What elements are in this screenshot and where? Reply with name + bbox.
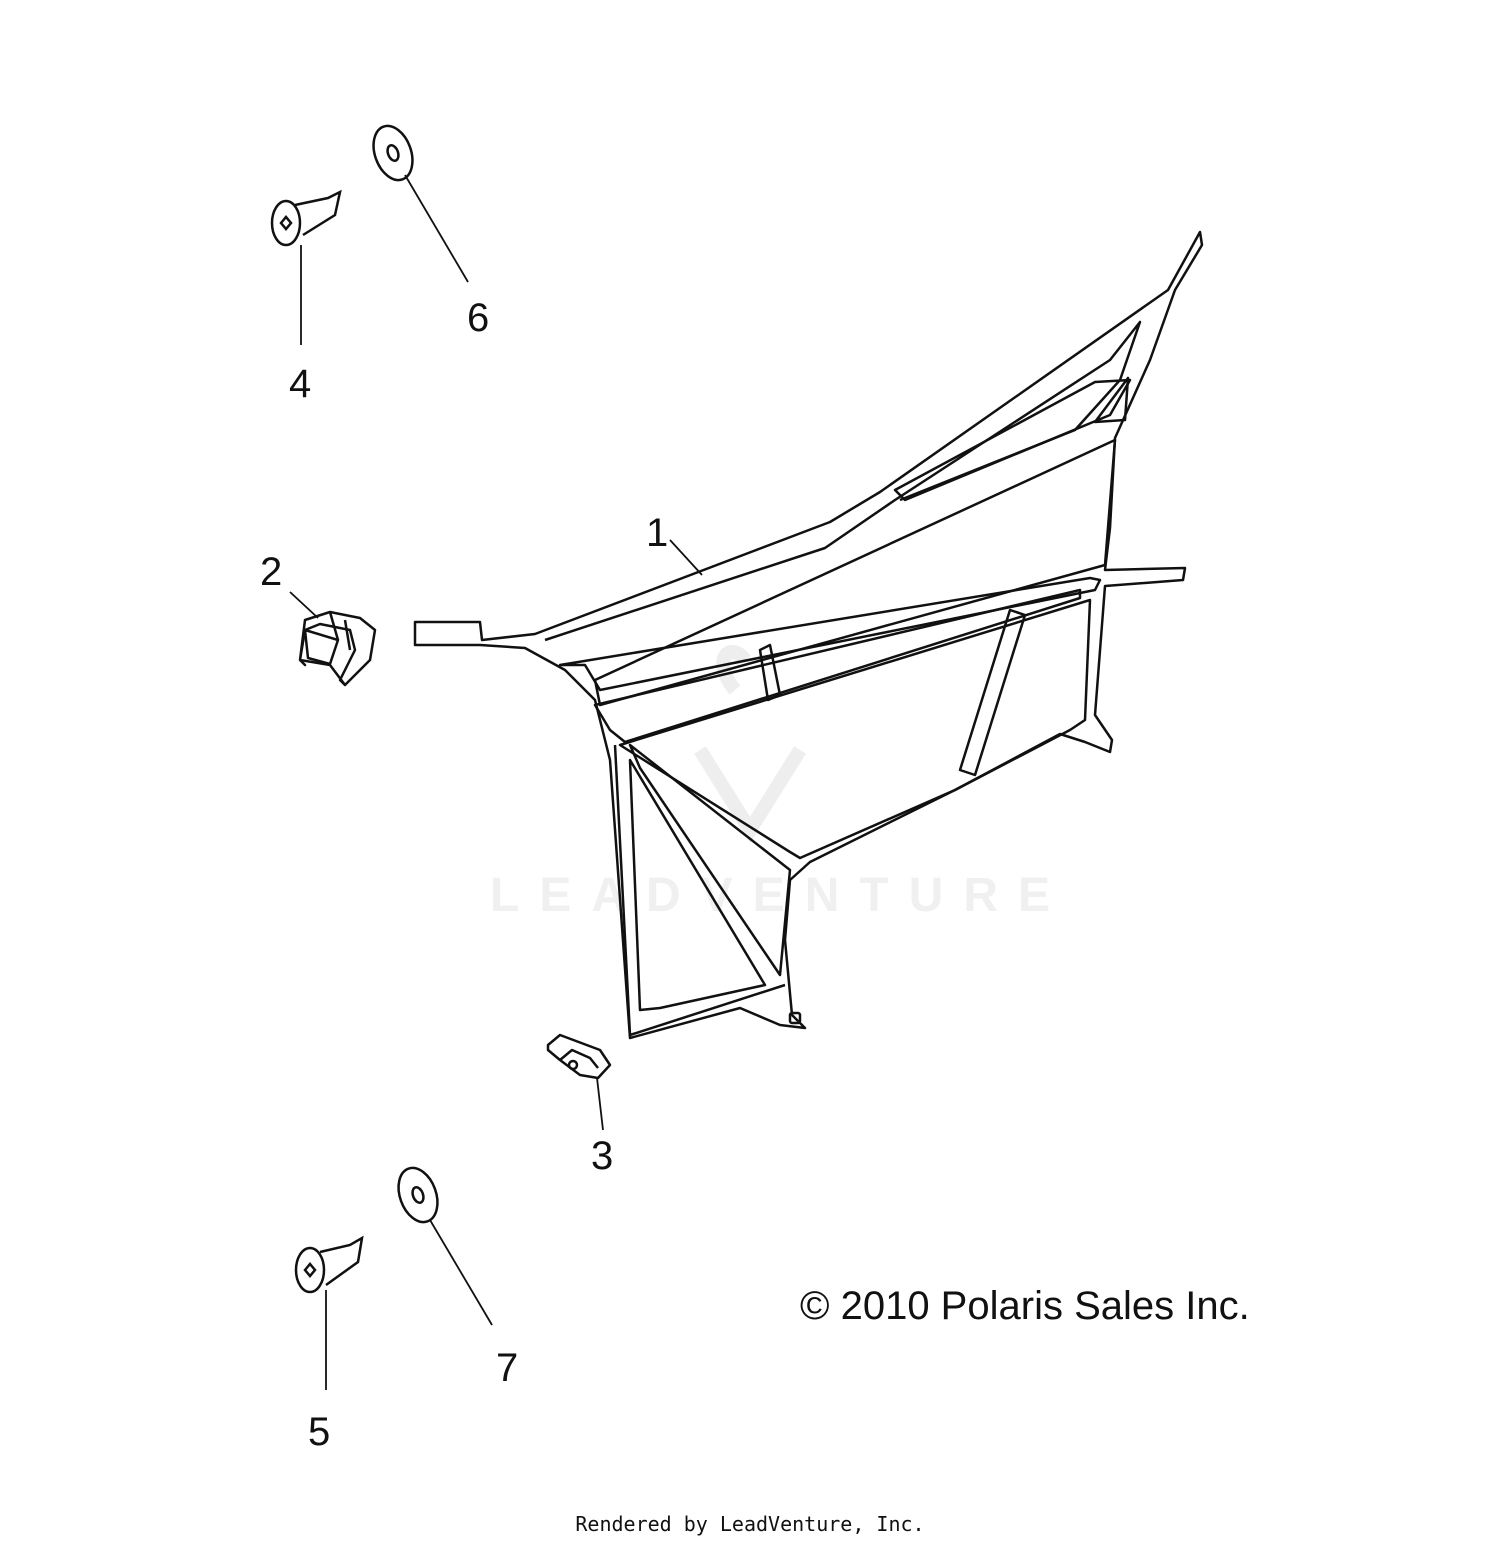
- clip-part-2: [298, 610, 377, 687]
- leader-6: [404, 174, 469, 283]
- callout-7: 7: [496, 1346, 519, 1390]
- washer-part-6: [372, 124, 414, 182]
- callout-6: 6: [467, 296, 490, 340]
- washer-part-7: [397, 1166, 439, 1224]
- screw-part-5: [294, 1235, 364, 1294]
- callout-4: 4: [289, 362, 312, 406]
- screw-part-4: [270, 189, 342, 247]
- copyright-notice: © 2010 Polaris Sales Inc.: [800, 1284, 1250, 1328]
- callout-3: 3: [591, 1134, 614, 1178]
- leadventure-watermark: LEADVENTURE: [490, 869, 1071, 922]
- leader-1: [669, 539, 703, 576]
- callout-1: 1: [646, 511, 669, 555]
- leader-2: [289, 591, 319, 619]
- callout-5: 5: [308, 1410, 331, 1454]
- leader-lines: [289, 174, 703, 1390]
- leader-7: [429, 1219, 493, 1326]
- callout-2: 2: [260, 550, 283, 594]
- door-frame-part-1: [413, 230, 1204, 1040]
- rendered-by-footer: Rendered by LeadVenture, Inc.: [575, 1512, 925, 1536]
- push-clip-part-3: [546, 1033, 612, 1080]
- leader-3: [596, 1077, 604, 1131]
- watermark-logo: [694, 645, 806, 844]
